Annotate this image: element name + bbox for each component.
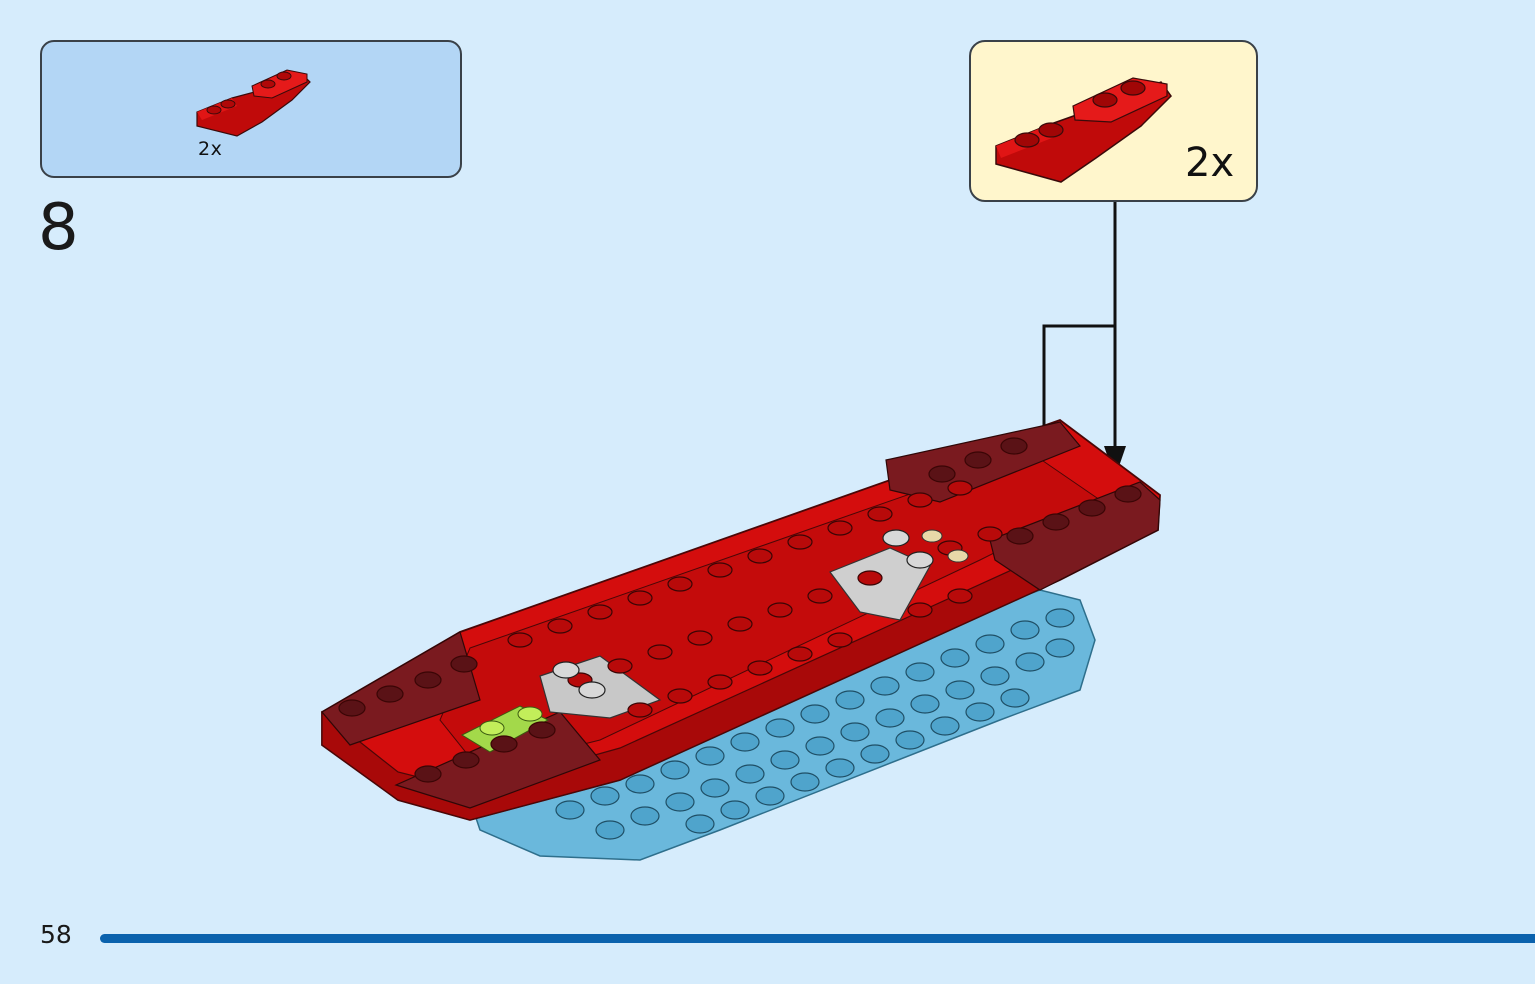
- red-curved-slope-brick-icon: [995, 77, 1172, 183]
- callout-box: 2x: [969, 40, 1258, 202]
- callout-quantity: 2x: [1185, 140, 1235, 186]
- step-number: 8: [38, 191, 79, 265]
- grey-studs: [552, 529, 934, 699]
- blue-base-plate: [469, 589, 1096, 861]
- lime-studs: [479, 706, 543, 736]
- red-curved-slope-brick-icon: [196, 69, 311, 137]
- parts-quantity: 2x: [198, 138, 223, 160]
- placement-arrows: [1042, 202, 1117, 448]
- tan-studs: [921, 529, 969, 563]
- page-progress-bar: [100, 934, 1535, 943]
- page-number: 58: [40, 920, 72, 949]
- hull-studs: [338, 437, 1142, 783]
- parts-list-box: 2x: [40, 40, 462, 178]
